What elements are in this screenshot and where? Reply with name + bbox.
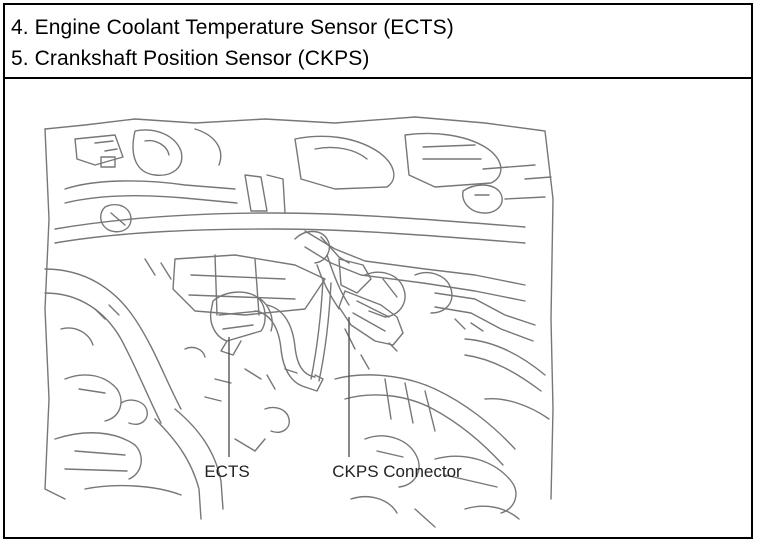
title-line-ckps: 5. Crankshaft Position Sensor (CKPS) [11,47,370,70]
engine-line-drawing: ECTS CKPS Connector [44,116,554,528]
ects-callout-label: ECTS [204,462,249,481]
document-frame: 4. Engine Coolant Temperature Sensor (EC… [3,3,753,539]
ckps-connector-callout-label: CKPS Connector [332,462,462,481]
engine-illustration: ECTS CKPS Connector [5,79,751,537]
title-block: 4. Engine Coolant Temperature Sensor (EC… [5,5,751,79]
title-line-ects: 4. Engine Coolant Temperature Sensor (EC… [11,16,454,39]
